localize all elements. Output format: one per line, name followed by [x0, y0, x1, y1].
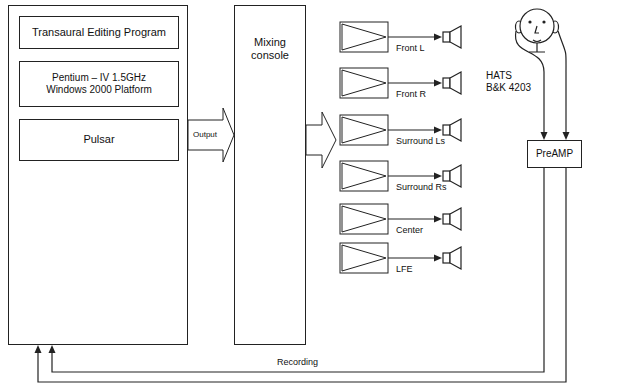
connector: [563, 106, 570, 140]
channel-label: Front L: [396, 44, 425, 54]
mixer-box: Mixing console: [234, 5, 306, 345]
box-label: PreAMP: [536, 148, 573, 160]
computer-box: Transaural Editing ProgramPentium – IV 1…: [8, 5, 188, 345]
software-box: Transaural Editing Program: [19, 16, 179, 49]
connector: [188, 108, 234, 162]
arrow-head: [541, 132, 548, 140]
preamp-box: PreAMP: [527, 140, 582, 168]
hats-cable: [558, 31, 566, 106]
channel-label: Surround Rs: [396, 183, 447, 193]
channel-label: LFE: [396, 265, 413, 275]
platform-box: Pentium – IV 1.5GHz Windows 2000 Platfor…: [19, 61, 179, 107]
channel-label: Center: [396, 226, 423, 236]
head-figure: [482, 2, 574, 66]
channel-label: Surround Ls: [396, 137, 445, 147]
dummy-head: HATS B&K 4203: [482, 2, 574, 106]
box-label: Pentium – IV 1.5GHz Windows 2000 Platfor…: [40, 72, 158, 96]
box-label: Transaural Editing Program: [32, 26, 166, 39]
arrow-head: [49, 345, 56, 353]
connector: [541, 106, 548, 140]
soundcard-box: Pulsar: [19, 119, 179, 161]
channel-label: Front R: [396, 90, 426, 100]
arrow-head: [563, 132, 570, 140]
head-label: HATS B&K 4203: [486, 70, 534, 94]
box-label: Mixing console: [240, 36, 300, 62]
arrow-head: [35, 345, 42, 353]
edge-label: Recording: [274, 358, 321, 368]
edge-label: Output: [193, 131, 217, 140]
box-label: Pulsar: [83, 133, 114, 146]
block-arrow: [306, 112, 336, 168]
